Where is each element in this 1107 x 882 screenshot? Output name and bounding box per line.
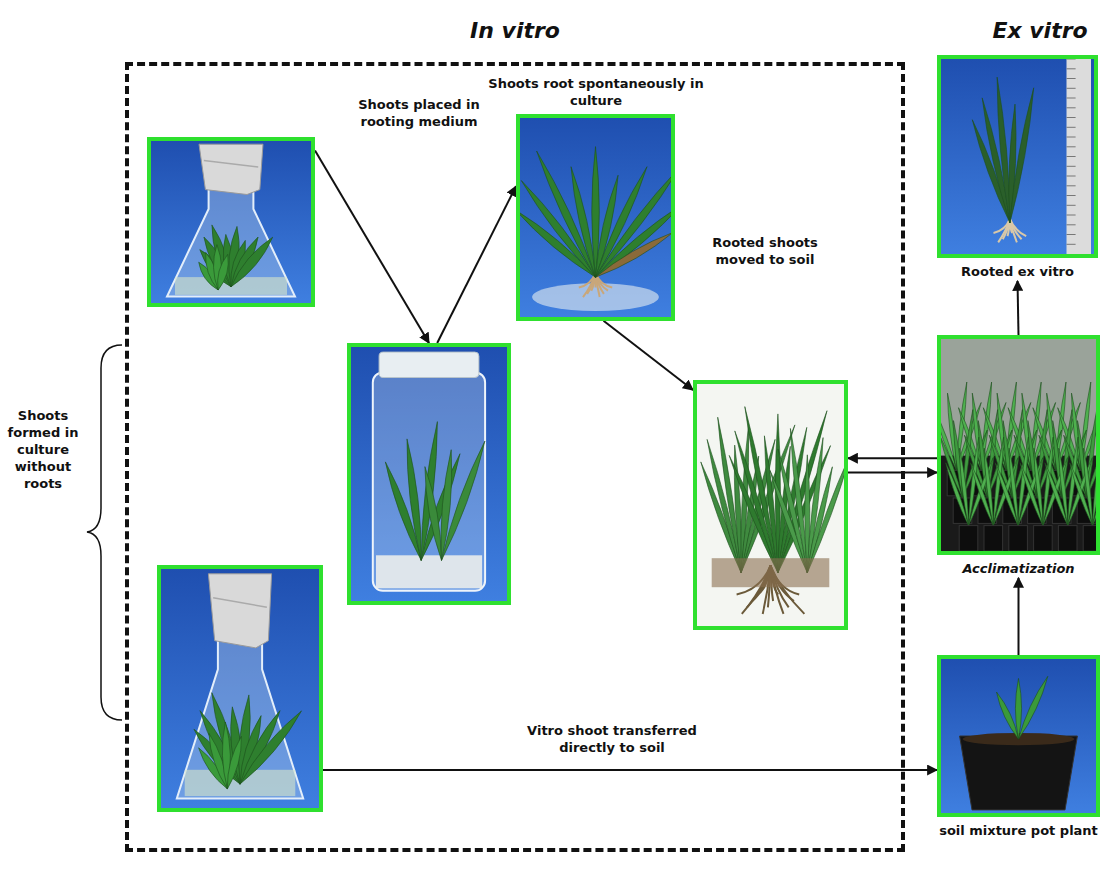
photo-frame — [693, 380, 848, 630]
photo-illustration — [520, 118, 671, 317]
photo-illustration — [941, 659, 1096, 813]
photo-frame — [937, 655, 1100, 817]
photo-caption: soil mixture pot plant — [937, 823, 1100, 840]
photo-illustration — [941, 339, 1096, 551]
photo-frame — [937, 55, 1098, 258]
photo-caption: Acclimatization — [937, 561, 1100, 578]
photo-node — [147, 137, 315, 307]
region-heading: In vitro — [125, 18, 905, 44]
photo-node: soil mixture pot plant — [937, 655, 1100, 840]
flow-arrow — [1018, 281, 1019, 335]
photo-node — [347, 343, 511, 605]
photo-frame — [347, 343, 511, 605]
photo-node: Shoots root spontaneously in culture — [476, 76, 716, 321]
photo-frame — [516, 114, 675, 321]
photo-node — [157, 565, 323, 812]
photo-node: Acclimatization — [937, 335, 1100, 578]
photo-frame — [937, 335, 1100, 555]
photo-node: Rooted ex vitro — [937, 55, 1098, 281]
photo-illustration — [697, 384, 844, 626]
photo-heading: Shoots root spontaneously in culture — [476, 76, 716, 110]
section-heading: Ex vitro — [985, 18, 1095, 44]
curly-bracket — [87, 345, 122, 720]
flow-arrow — [437, 186, 516, 343]
arrow-label: Shoots placed in rooting medium — [342, 96, 496, 132]
arrow-label: Vitro shoot transferred directly to soil — [500, 722, 724, 758]
photo-frame — [147, 137, 315, 307]
flow-arrow — [848, 457, 937, 459]
flow-arrow — [604, 321, 694, 390]
photo-illustration — [151, 141, 311, 303]
flow-arrow — [315, 151, 429, 343]
flow-arrow — [1018, 578, 1020, 655]
photo-node — [693, 380, 848, 630]
photo-illustration — [941, 59, 1094, 254]
flow-arrow — [323, 769, 937, 771]
flow-arrow — [848, 472, 937, 474]
photo-illustration — [161, 569, 319, 808]
bracket-label: Shoots formed in culture without roots — [2, 408, 84, 492]
photo-frame — [157, 565, 323, 812]
photo-caption: Rooted ex vitro — [937, 264, 1098, 281]
photo-illustration — [351, 347, 507, 601]
arrow-label: Rooted shoots moved to soil — [688, 234, 842, 270]
